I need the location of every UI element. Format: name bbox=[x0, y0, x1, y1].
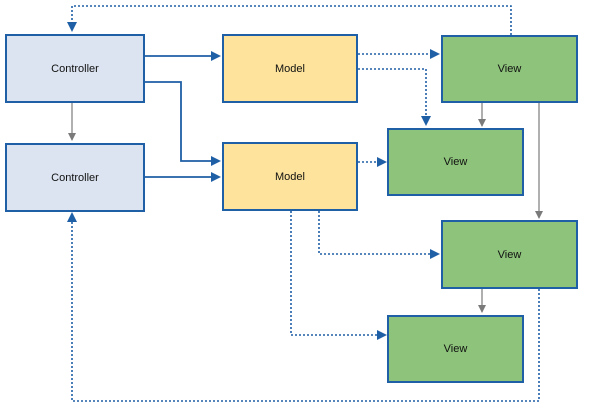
view-label-bottom: View bbox=[443, 343, 468, 355]
view-node-middle[interactable]: View bbox=[387, 128, 524, 196]
view-label-top-right: View bbox=[497, 63, 522, 75]
arrow-view-top-right-to-controller-top bbox=[67, 5, 512, 35]
model-node-top[interactable]: Model bbox=[222, 34, 358, 103]
controller-label-bottom: Controller bbox=[51, 171, 99, 184]
arrow-model-bottom-to-view-right-lower bbox=[318, 211, 440, 259]
view-label-right-lower: View bbox=[497, 248, 522, 261]
view-node-right-lower[interactable]: View bbox=[441, 220, 578, 289]
arrow-model-bottom-to-view-bottom bbox=[290, 211, 387, 340]
arrow-view-right-lower-to-controller-bottom bbox=[67, 212, 540, 402]
view-node-bottom[interactable]: View bbox=[387, 315, 524, 383]
model-node-bottom[interactable]: Model bbox=[222, 142, 358, 211]
view-label-middle: View bbox=[443, 156, 468, 168]
arrow-controller-top-to-model-bottom bbox=[145, 81, 221, 166]
model-label-bottom: Model bbox=[275, 170, 305, 183]
controller-node-bottom[interactable]: Controller bbox=[5, 143, 145, 212]
controller-label-top: Controller bbox=[51, 62, 99, 75]
arrow-model-top-to-view-middle bbox=[358, 68, 431, 126]
model-label-top: Model bbox=[275, 62, 305, 75]
controller-node-top[interactable]: Controller bbox=[5, 34, 145, 103]
view-node-top-right[interactable]: View bbox=[441, 35, 578, 103]
